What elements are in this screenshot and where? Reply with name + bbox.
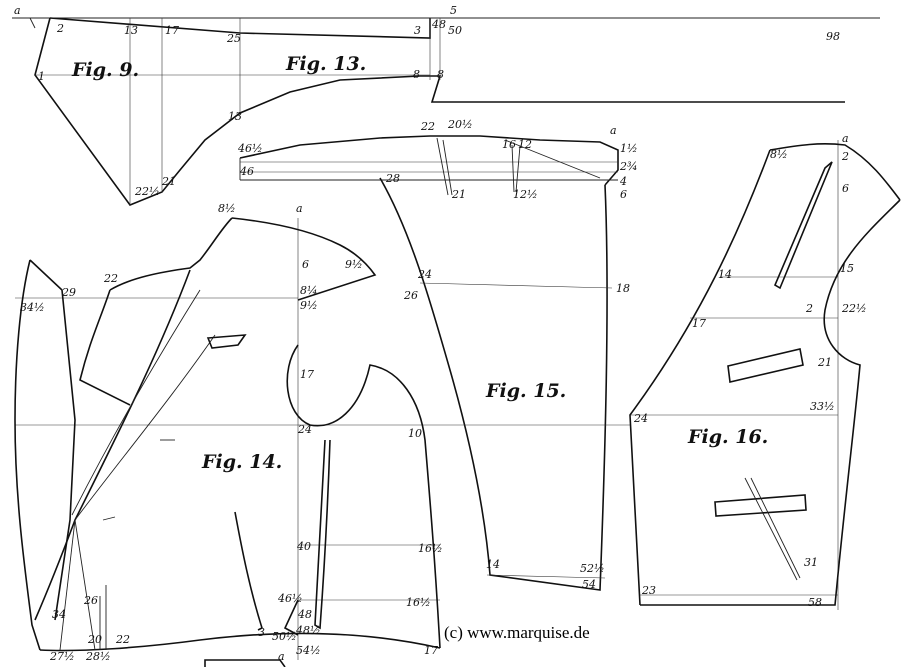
measure-label: 48 (431, 18, 446, 31)
measure-label: 33½ (810, 400, 835, 413)
fig16-label: Fig. 16. (687, 426, 768, 448)
fig14-label: Fig. 14. (201, 451, 282, 473)
fig14-pattern (14, 217, 630, 660)
measure-label: 40 (296, 540, 311, 553)
measure-label: 31 (804, 556, 818, 569)
measure-label: 6 (302, 258, 309, 271)
copyright-text: (c) www.marquise.de (444, 623, 590, 642)
measure-label: 2¾ (619, 160, 638, 173)
measure-label: 26 (403, 289, 418, 302)
measure-label: 54½ (296, 644, 321, 657)
measure-label: 54 (582, 578, 596, 591)
bottom-fragment (204, 659, 286, 667)
measure-label: a (610, 124, 617, 137)
measure-label: 34½ (20, 301, 45, 314)
measure-label: 8 (413, 68, 420, 81)
measure-label: 8¼ (300, 284, 318, 297)
measure-label: 14 (486, 558, 500, 571)
fig16-pattern (629, 140, 901, 610)
measure-label: 21 (161, 175, 176, 188)
measure-label: 1½ (620, 142, 638, 155)
measure-label: 34 (52, 608, 66, 621)
measure-label: 22 (115, 633, 130, 646)
fig15-label: Fig. 15. (485, 380, 566, 402)
measure-label: 25 (226, 32, 241, 45)
measure-label: 2 (56, 22, 64, 35)
measure-label: 58 (808, 596, 822, 609)
measure-label: 29 (61, 286, 76, 299)
measure-label: 13 (228, 110, 242, 123)
measure-label: 50 (448, 24, 462, 37)
measure-label: 20 (87, 633, 102, 646)
fig9-label: Fig. 9. (71, 59, 139, 81)
measure-label: 48 (297, 608, 312, 621)
measure-label: a (296, 202, 303, 215)
fig13-label: Fig. 13. (285, 53, 366, 75)
measure-label: 10 (408, 427, 422, 440)
measure-label: 26 (83, 594, 98, 607)
measure-label: 15 (840, 262, 854, 275)
measure-label: 20½ (447, 118, 473, 131)
measure-label: 9½ (345, 258, 363, 271)
measure-label: 6 (620, 188, 627, 201)
measure-label: 27½ (49, 650, 75, 663)
measure-label: 50½ (272, 630, 297, 643)
measure-label: 22½ (134, 185, 160, 198)
measure-label: 8½ (770, 148, 788, 161)
measure-label: 98 (826, 30, 840, 43)
measure-label: 4 (619, 175, 627, 188)
measure-label: 14 (718, 268, 732, 281)
measure-label: 3 (414, 24, 421, 37)
measure-label: 22½ (841, 302, 867, 315)
measure-label: 17 (300, 368, 314, 381)
measure-label: 16 (502, 138, 516, 151)
measure-label: 5 (450, 4, 457, 17)
measure-label: 21 (817, 356, 832, 369)
measure-label: 24 (633, 412, 648, 425)
measure-label: 22 (103, 272, 118, 285)
measure-label: 48½ (295, 624, 321, 637)
measure-label: 1 (38, 70, 45, 83)
measure-label: a (278, 650, 285, 663)
measure-label: 46½ (277, 592, 303, 605)
measure-label: 17 (165, 24, 179, 37)
measure-label: 23 (641, 584, 656, 597)
measure-label: a (14, 4, 21, 17)
measure-label: 6 (842, 182, 849, 195)
measure-label: 24 (297, 423, 312, 436)
measure-label: 46½ (237, 142, 263, 155)
fig15-pattern (239, 135, 619, 591)
measure-label: 8 (437, 68, 444, 81)
measure-label: 17 (692, 317, 706, 330)
measure-label: 12½ (513, 188, 538, 201)
measure-label: 2 (805, 302, 813, 315)
measure-label: 21 (451, 188, 466, 201)
measure-label: 18 (616, 282, 630, 295)
measure-label: 17 (424, 644, 438, 657)
measure-label: 52½ (580, 562, 605, 575)
measure-label: 46 (239, 165, 254, 178)
measure-label: 3 (258, 626, 265, 639)
measure-label: a (842, 132, 849, 145)
fig9-13-pattern (12, 17, 880, 206)
measure-label: 13 (124, 24, 138, 37)
measure-label: 28½ (85, 650, 111, 663)
measure-label: 28 (385, 172, 400, 185)
measure-label: 12 (518, 138, 532, 151)
measure-label: 22 (420, 120, 435, 133)
measure-label: 9½ (300, 299, 318, 312)
measure-label: 24 (417, 268, 432, 281)
measure-label: 16½ (406, 596, 431, 609)
measure-label: 16½ (418, 542, 443, 555)
measure-label: 8½ (218, 202, 236, 215)
measure-label: 2 (841, 150, 849, 163)
